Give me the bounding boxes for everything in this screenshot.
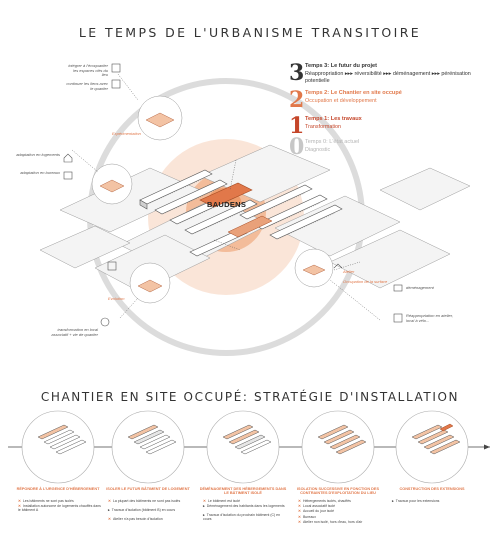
phase-diagram-5	[395, 410, 469, 484]
timeline-num-0: 0	[289, 134, 305, 160]
section-title-strategie: CHANTIER EN SITE OCCUPÉ: STRATÉGIE D'INS…	[40, 390, 460, 404]
timeline-title-2: Temps 2: Le Chantier en site occupé	[305, 90, 402, 96]
timeline-num-1: 1	[289, 113, 305, 139]
label-continuer: continuer les liens avec le quartier	[66, 81, 108, 91]
note-text: Travaux d'isolation (bâtiment B) en cour…	[111, 508, 176, 512]
timeline-num-2: 2	[289, 87, 305, 113]
note-marker-icon: ✕	[298, 519, 301, 524]
phase-note: ▸Travaux d'isolation du prochain bâtimen…	[203, 513, 287, 521]
note-text: Travaux d'isolation du prochain bâtiment…	[203, 513, 281, 522]
timeline-title-1: Temps 1: Les travaux	[305, 116, 362, 122]
note-marker-icon: ✕	[203, 499, 206, 503]
phase-title-1: Répondre à l'urgence d'hébergement	[16, 487, 100, 491]
label-adaptation-bureaux: adaptation en bureaux	[20, 170, 60, 175]
label-reappropriation: Réappropriation en atelier, local à vélo…	[406, 313, 453, 323]
note-text: Atelier non isolé, hors d'eau, hors d'ai…	[302, 519, 363, 524]
phase-title-5: Construction des extensions	[399, 487, 465, 491]
phase-note: ✕Bureaux	[298, 515, 382, 519]
note-text: Le bâtiment est isolé	[207, 499, 241, 503]
note-marker-icon: ✕	[298, 499, 301, 503]
vignette-interiors	[99, 112, 326, 293]
timeline-num-3: 3	[289, 60, 305, 86]
phase-note: ▸Travaux d'isolation (bâtiment B) en cou…	[108, 508, 192, 512]
phase-diagram-3	[206, 410, 280, 484]
note-marker-icon: ✕	[298, 504, 301, 509]
note-text: Hébergements isolés, chauffés	[302, 499, 351, 503]
note-marker-icon: ▸	[203, 513, 205, 518]
phase-note: ✕Local associatif isolé	[298, 504, 382, 508]
note-text: Local associatif isolé	[302, 504, 336, 509]
note-text: Bureaux	[302, 514, 316, 519]
phase-note: ▸Travaux pour les extensions	[392, 499, 476, 503]
phase-note: ▸Déménagement des habitants dans les log…	[203, 504, 287, 508]
note-marker-icon: ✕	[298, 509, 301, 514]
phase-note: ✕Hébergements isolés, chauffés	[298, 499, 382, 503]
phase-title-2: Isoler le futur bâtiment de logement	[106, 487, 190, 491]
note-marker-icon: ✕	[108, 499, 111, 503]
page-title: LE TEMPS DE L'URBANISME TRANSITOIRE	[78, 25, 422, 40]
note-marker-icon: ✕	[18, 499, 21, 503]
note-marker-icon: ▸	[203, 504, 205, 509]
phase-title-4: Isolation successive en fonction des con…	[297, 487, 379, 496]
phase-diagram-2	[111, 410, 185, 484]
callout-icons	[63, 63, 403, 327]
site-label-baudens: BAUDENS	[207, 200, 247, 209]
timeline-sub-3: Réappropriation ▸▸▸ réversibilité ▸▸▸ dé…	[305, 71, 471, 84]
timeline-title-0: Temps 0: L'état actuel	[305, 139, 360, 145]
note-marker-icon: ✕	[108, 517, 111, 521]
note-text: La plupart des bâtiments ne sont pas iso…	[112, 499, 181, 503]
label-demenagement: déménagement	[406, 285, 434, 290]
phase-note: ✕Atelier non isolé, hors d'eau, hors d'a…	[298, 520, 382, 524]
note-text: Déménagement des habitants dans les loge…	[206, 504, 285, 509]
phase-note: ✕La plupart des bâtiments ne sont pas is…	[108, 499, 192, 503]
label-transformation: transformation en local associatif + vie…	[51, 327, 98, 337]
label-experimentation: Expérimentation	[112, 131, 141, 136]
phase-note: ✕Installation autonome de logements chau…	[18, 504, 102, 512]
timeline-sub-1: Transformation	[305, 124, 342, 130]
label-integrer: intégrer à l'écoquartier les espaces clé…	[68, 63, 108, 78]
phase-title-3: Déménagement des hébergements dans le bâ…	[199, 487, 287, 496]
label-evolution: Evolution	[108, 296, 125, 301]
note-marker-icon: ▸	[392, 499, 394, 503]
phase-diagram-1	[21, 410, 95, 484]
note-marker-icon: ▸	[108, 508, 110, 512]
note-marker-icon: ✕	[18, 504, 21, 509]
note-marker-icon: ✕	[298, 514, 301, 519]
occupied-building	[227, 215, 273, 238]
label-sous-toiture: Occupation de la surface	[343, 279, 388, 284]
label-adaptation-logements: adaptation en logements	[16, 152, 60, 157]
note-text: Les bâtiments ne sont pas isolés	[22, 499, 74, 503]
baudens-building	[199, 182, 253, 208]
phase-note: ✕Accueil du jour isolé	[298, 509, 382, 513]
note-text: Accueil du jour isolé	[302, 509, 335, 514]
phase-note: ✕Atelier n'a pas besoin d'isolation	[108, 517, 192, 521]
label-atelier: Atelier	[343, 269, 355, 274]
phase-arrow-head	[484, 444, 490, 450]
timeline-sub-0: Diagnostic	[305, 147, 331, 153]
phase-note: ✕Le bâtiment est isolé	[203, 499, 287, 503]
note-text: Installation autonome de logements chauf…	[18, 504, 101, 513]
phase-diagram-4	[301, 410, 375, 484]
timeline-title-3: Temps 3: Le futur du projet	[305, 63, 377, 69]
timeline-sub-2: Occupation et développement	[305, 98, 377, 104]
leader-lines	[71, 73, 381, 321]
note-text: Travaux pour les extensions	[395, 499, 440, 503]
note-text: Atelier n'a pas besoin d'isolation	[112, 517, 163, 521]
phase-note: ✕Les bâtiments ne sont pas isolés	[18, 499, 102, 503]
